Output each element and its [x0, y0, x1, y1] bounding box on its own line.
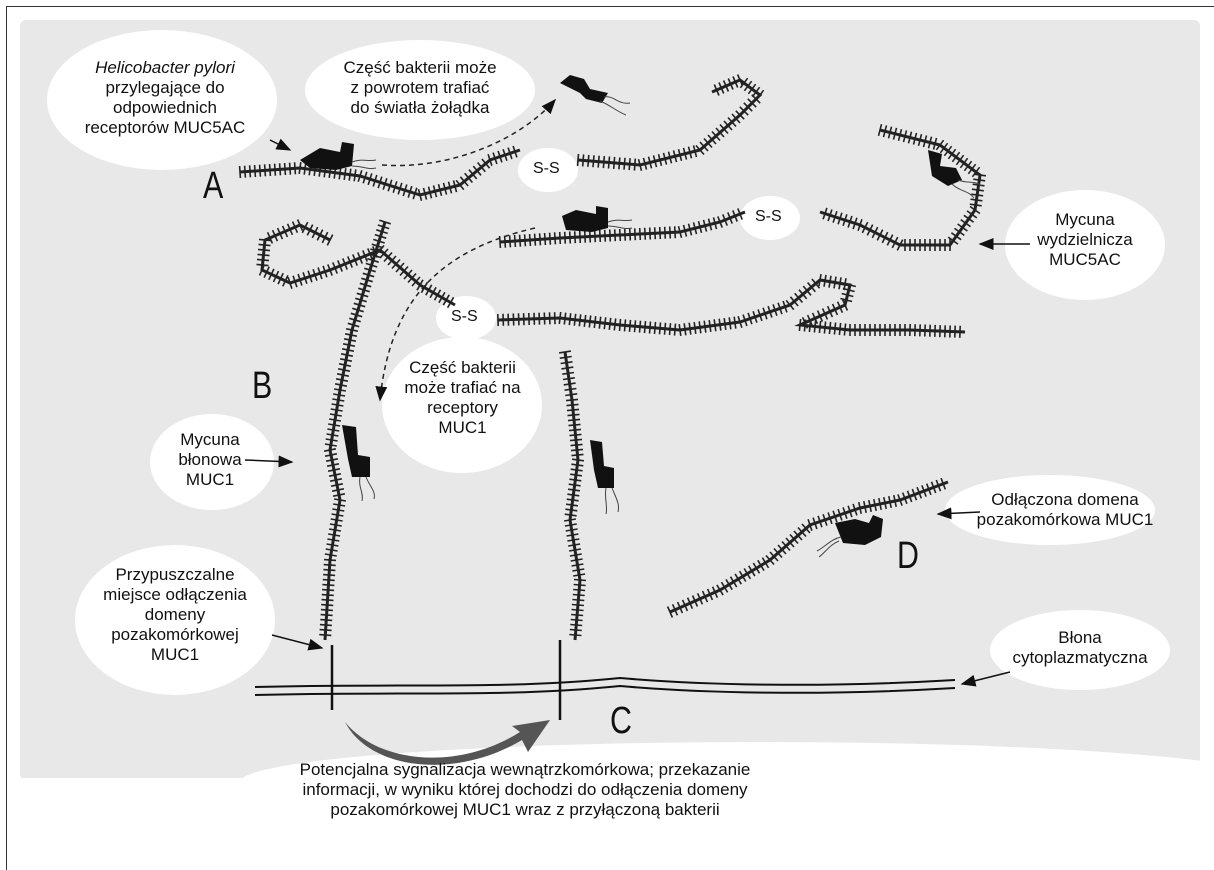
label-detached-line2: pozakomórkowa MUC1 [970, 510, 1160, 530]
label-muc5ac-line1: Mycuna [1020, 210, 1150, 230]
bacterium-a [300, 142, 376, 170]
label-muc1-target-line3: receptory [395, 398, 530, 418]
label-cleavage-line3: domeny [90, 605, 260, 625]
cytoplasmic-membrane [255, 678, 955, 695]
bacterium-mid [562, 206, 632, 232]
label-return-line3: do światła żołądka [315, 98, 525, 118]
label-muc5ac-line3: MUC5AC [1020, 250, 1150, 270]
label-return-line1: Część bakterii może [315, 58, 525, 78]
label-cleavage-line2: miejsce odłączenia [90, 585, 260, 605]
muc1-strand-right [559, 351, 586, 640]
muc5ac-strand-right [820, 124, 986, 251]
label-muc1-target-line4: MUC1 [395, 418, 530, 438]
leader-cytomembrane [962, 672, 1010, 684]
label-muc1-receptors: Część bakterii może trafiać na receptory… [395, 358, 530, 438]
panel-letter-c: C [610, 700, 632, 743]
label-return-to-lumen: Część bakterii może z powrotem trafiać d… [315, 58, 525, 118]
label-a-line4: receptorów MUC5AC [70, 118, 260, 138]
muc5ac-strand-a [240, 146, 520, 201]
label-h-pylori-adhering: Helicobacter pylori przylegające do odpo… [70, 58, 260, 138]
panel-letter-a: A [203, 165, 223, 208]
label-muc1-target-line1: Część bakterii [395, 358, 530, 378]
bacterium-detached [817, 515, 883, 557]
label-cleavage-line4: pozakomórkowej [90, 625, 260, 645]
label-detached-domain: Odłączona domena pozakomórkowa MUC1 [970, 490, 1160, 530]
label-cytomembrane-line2: cytoplazmatyczna [1005, 648, 1155, 668]
disulfide-bond-1: S-S [533, 160, 560, 178]
h-pylori-name: Helicobacter pylori [70, 58, 260, 78]
muc5ac-strand-long [498, 274, 965, 338]
panel-letter-b: B [252, 365, 272, 408]
panel-letter-d: D [897, 535, 919, 578]
label-membrane-muc1-line2: błonowa [160, 450, 260, 470]
label-return-line2: z powrotem trafiać [315, 78, 525, 98]
bacterium-muc1-left [342, 425, 374, 501]
label-cleavage-line5: MUC1 [90, 645, 260, 665]
label-signaling: Potencjalna sygnalizacja wewnątrzkomórko… [255, 760, 795, 820]
muc5ac-strand-loop [257, 220, 456, 308]
label-signal-line3: pozakomórkowej MUC1 wraz z przyłączoną b… [255, 800, 795, 820]
label-cleavage-site: Przypuszczalne miejsce odłączenia domeny… [90, 565, 260, 665]
bacterium-muc1-right [590, 440, 619, 514]
label-muc5ac-line2: wydzielnicza [1020, 230, 1150, 250]
label-signal-line2: informacji, w wyniku której dochodzi do … [255, 780, 795, 800]
label-a-line2: przylegające do [70, 78, 260, 98]
label-membrane-muc1-line3: MUC1 [160, 470, 260, 490]
label-cleavage-line1: Przypuszczalne [90, 565, 260, 585]
label-cytoplasmic-membrane: Błona cytoplazmatyczna [1005, 628, 1155, 668]
bacteria [300, 75, 982, 557]
label-membrane-muc1-line1: Mycuna [160, 430, 260, 450]
label-a-line3: odpowiednich [70, 98, 260, 118]
leader-cleavage [272, 635, 322, 648]
label-membrane-muc1: Mycuna błonowa MUC1 [160, 430, 260, 490]
disulfide-bond-2: S-S [755, 208, 782, 226]
label-signal-line1: Potencjalna sygnalizacja wewnątrzkomórko… [255, 760, 795, 780]
bacterium-top [560, 75, 630, 115]
label-muc1-target-line2: może trafiać na [395, 378, 530, 398]
label-detached-line1: Odłączona domena [970, 490, 1160, 510]
disulfide-bond-3: S-S [451, 308, 478, 326]
label-muc5ac: Mycuna wydzielnicza MUC5AC [1020, 210, 1150, 270]
muc5ac-strand-top [578, 75, 764, 171]
label-cytomembrane-line1: Błona [1005, 628, 1155, 648]
leader-a [270, 140, 290, 150]
